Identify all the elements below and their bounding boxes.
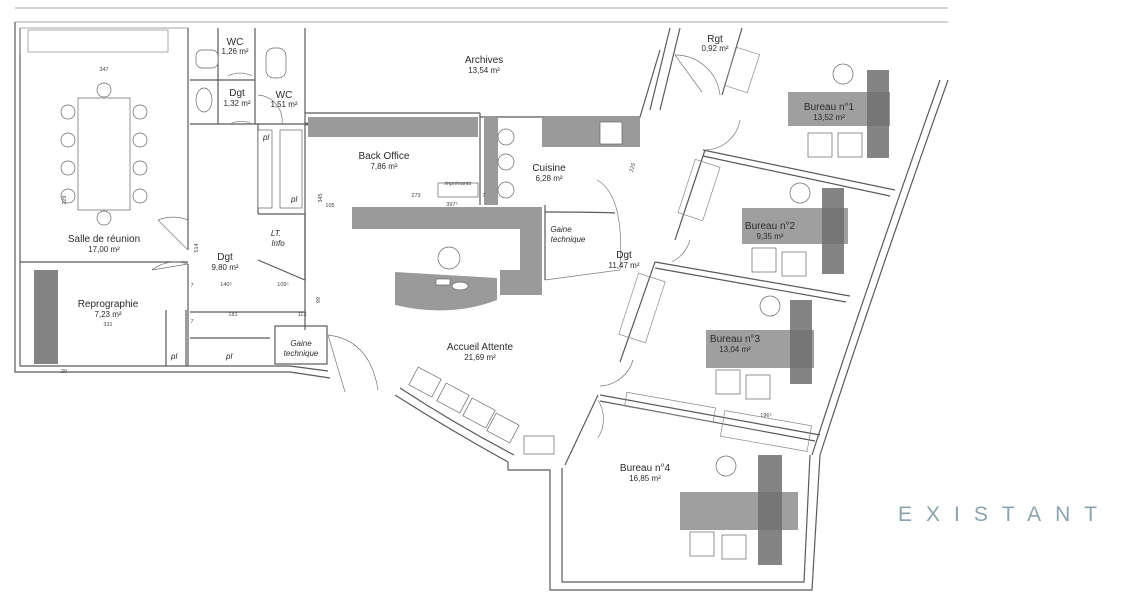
watermark-existant: EXISTANT [898,503,1112,526]
room-wc2-area: 1,51 m² [270,100,297,109]
room-cuisine-name: Cuisine [532,163,566,174]
dim-345: 345 [318,193,324,202]
dim-181: 181 [228,312,237,318]
dim-113: 113 [298,312,307,318]
sanitary-fixtures [195,47,303,209]
dim-7b: 7 [190,319,193,325]
waiting-chairs [408,366,555,455]
dim-105: 105 [325,203,334,209]
dim-229: 229 [62,195,68,204]
room-archives-name: Archives [465,55,503,66]
room-dgt1-area: 1,32 m² [223,99,250,108]
dim-196: 196⁵ [760,412,771,419]
meeting-table [60,82,148,226]
dim-331: 331 [103,322,112,328]
room-accueil-area: 21,69 m² [464,353,496,362]
repro-machine [34,270,58,364]
room-wc1-name: WC [227,37,244,48]
room-backoffice-area: 7,86 m² [370,162,397,171]
note-technique-2: technique [551,235,586,244]
counters [308,117,640,295]
room-bureau1-area: 13,52 m² [813,113,845,122]
reception-desk [395,246,497,311]
room-repro-area: 7,23 m² [94,310,121,319]
room-bureau2-area: 9,35 m² [756,232,783,241]
note-gaine-2: Gaine [550,225,572,234]
note-technique-1: technique [284,349,319,358]
room-bureau3-name: Bureau n°3 [710,334,761,345]
room-accueil-name: Accueil Attente [447,342,514,353]
note-pl-3: pl [170,352,177,361]
note-pl-4: pl [225,352,232,361]
dim-7a: 7 [190,283,193,289]
dim-20: 20 [61,369,67,375]
room-bureau4-area: 16,85 m² [629,474,661,483]
dim-273: 273 [411,193,420,199]
dim-140: 140⁵ [220,281,231,288]
bureau-3-furniture [618,272,814,400]
bureau-2-furniture [677,158,848,277]
room-labels: Salle de réunion 17,00 m² Reprographie 7… [68,34,855,483]
bureau-1-furniture [723,46,890,158]
room-repro-name: Reprographie [78,299,139,310]
room-wc1-area: 1,26 m² [221,47,248,56]
room-rgt-name: Rgt [707,34,723,45]
room-bureau2-name: Bureau n°2 [745,221,796,232]
outer-walls [14,7,949,591]
dim-7c: 7 [482,193,485,199]
note-pl-2: pl [290,195,297,204]
dim-347: 347 [99,67,108,73]
room-backoffice-name: Back Office [359,151,410,162]
dim-225: 225 [629,162,638,173]
note-gaine-1: Gaine [290,339,312,348]
room-bureau3-area: 13,04 m² [719,345,751,354]
dim-514: 514 [194,243,200,252]
room-dgt1-name: Dgt [229,88,245,99]
room-archives-area: 13,54 m² [468,66,500,75]
room-salle-area: 17,00 m² [88,245,120,254]
dim-397: 397⁵ [446,201,457,208]
dimensions: 347 331 229 514 140⁵ 109⁵ 181 113 345 10… [61,67,772,419]
note-imprimante: imprimante [444,181,471,187]
bureau-4-furniture [624,391,812,565]
note-lt: LT. [271,229,281,238]
room-cuisine-area: 6,28 m² [535,174,562,183]
room-rgt-area: 0,92 m² [701,44,728,53]
note-pl-1: pl [262,133,269,142]
room-salle-name: Salle de réunion [68,234,140,245]
doors [151,54,741,439]
room-bureau4-name: Bureau n°4 [620,463,671,474]
room-dgt3-area: 11,47 m² [609,261,640,270]
room-dgt2-area: 9,80 m² [211,263,238,272]
room-bureau1-name: Bureau n°1 [804,102,855,113]
dim-109: 109⁵ [277,281,288,288]
room-dgt3-name: Dgt [616,250,632,261]
room-dgt2-name: Dgt [217,252,233,263]
notes: LT. Info Gaine technique Gaine technique… [170,133,586,361]
dim-99: 99 [316,297,322,303]
note-info: Info [271,239,285,248]
room-wc2-name: WC [276,90,293,101]
